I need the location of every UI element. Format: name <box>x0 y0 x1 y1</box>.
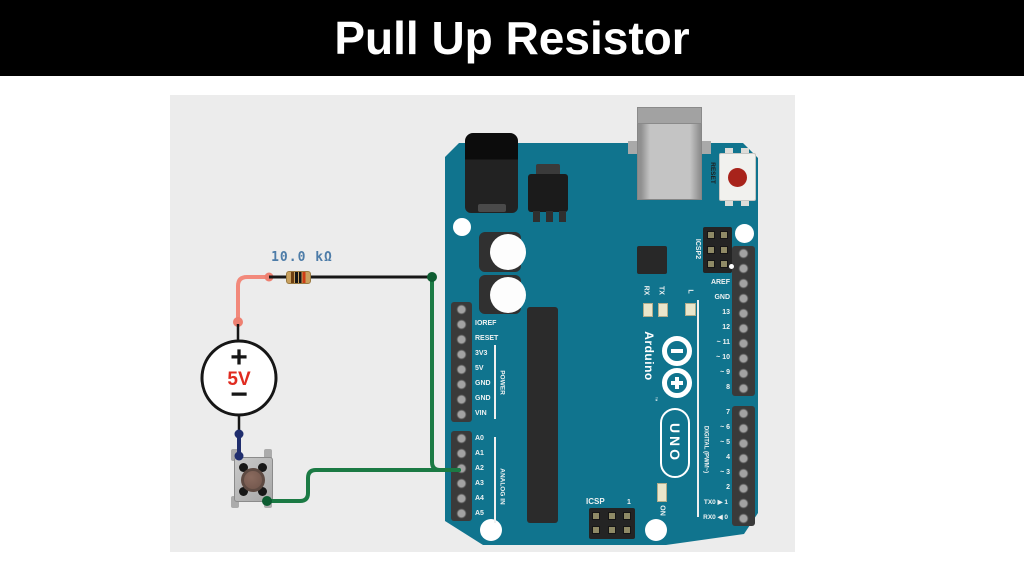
pin-label-reset: RESET <box>475 335 499 342</box>
pin-label-gnd2: GND <box>475 395 491 402</box>
pin-label-9: ~ 9 <box>720 369 730 376</box>
regulator-leg <box>533 211 540 222</box>
pin-label-rx0-0: RX0 ◀ 0 <box>703 514 728 521</box>
mounting-hole <box>453 218 471 236</box>
reset-button-tab <box>741 148 749 154</box>
icsp-label: ICSP <box>586 497 605 506</box>
reset-button-cap[interactable] <box>728 168 747 187</box>
icsp2-label: ICSP2 <box>694 238 701 260</box>
dc-barrel-jack-lip <box>478 204 506 212</box>
l-led <box>685 303 696 316</box>
source-plus-symbol: + <box>230 341 248 374</box>
pin-label-3: ~ 3 <box>720 469 730 476</box>
pin-label-7: 7 <box>726 409 730 416</box>
page-title: Pull Up Resistor <box>334 12 690 64</box>
pin-label-a4: A4 <box>475 495 484 502</box>
analog-group-label: ANALOG IN <box>499 468 506 505</box>
analog-bracket <box>494 437 496 523</box>
reset-button-tab <box>725 148 733 154</box>
uno-model-text: UNO <box>667 422 683 464</box>
pin-label-12: 12 <box>722 324 730 331</box>
rx-led <box>643 303 653 317</box>
icsp2-header <box>703 227 732 273</box>
pin-label-8: 8 <box>726 384 730 391</box>
usb-connector-band <box>637 107 702 124</box>
voltage-regulator <box>528 174 568 212</box>
usb-interface-chip <box>637 246 667 274</box>
pushbutton-pin <box>239 463 248 472</box>
trademark-symbol: ™ <box>652 396 658 402</box>
tx-led <box>658 303 668 317</box>
mounting-hole <box>735 224 754 243</box>
pin-label-11: ~ 11 <box>716 339 730 346</box>
atmega-chip <box>527 307 558 523</box>
reset-button-tab <box>725 200 733 206</box>
on-label: ON <box>659 505 666 516</box>
resistor-value-label: 10.0 kΩ <box>271 250 333 265</box>
power-group-label: POWER <box>499 370 506 395</box>
digital-group-label: DIGITAL (PWM~) <box>703 425 709 474</box>
pin-label-a0: A0 <box>475 435 484 442</box>
pin-label-gnd: GND <box>714 294 730 301</box>
usb-clip-right <box>702 141 711 154</box>
pushbutton-pin <box>258 487 267 496</box>
regulator-leg <box>546 211 553 222</box>
pin-label-vin: VIN <box>475 410 487 417</box>
pin-label-a1: A1 <box>475 450 484 457</box>
pin-label-gnd1: GND <box>475 380 491 387</box>
rx-label: RX <box>643 285 650 296</box>
pin-label-6: ~ 6 <box>720 424 730 431</box>
pin-label-4: 4 <box>726 454 730 461</box>
uno-model-badge: UNO <box>660 408 690 478</box>
arduino-brand-text: Arduino <box>642 331 656 381</box>
resistor[interactable] <box>286 271 311 284</box>
pin-label-a2: A2 <box>475 465 484 472</box>
analog-header[interactable] <box>451 431 472 521</box>
logo-minus-bar <box>671 349 683 353</box>
pin-label-3v3: 3V3 <box>475 350 488 357</box>
pushbutton-actuator[interactable] <box>244 471 262 489</box>
power-bracket <box>494 345 496 419</box>
source-voltage-label: 5V <box>227 369 251 390</box>
source-minus-symbol: − <box>230 378 248 411</box>
pin-label-a5: A5 <box>475 510 484 517</box>
logo-plus-vbar <box>675 377 679 389</box>
power-header[interactable] <box>451 302 472 422</box>
pushbutton-leg <box>264 449 272 461</box>
pushbutton-leg <box>231 496 239 508</box>
pushbutton-pin <box>258 463 267 472</box>
regulator-leg <box>559 211 566 222</box>
capacitor <box>490 277 526 313</box>
pin-label-a3: A3 <box>475 480 484 487</box>
pin-label-5: ~ 5 <box>720 439 730 446</box>
title-banner: Pull Up Resistor <box>0 0 1024 76</box>
pin-label-tx0-1: TX0 ▶ 1 <box>703 499 728 506</box>
digital-header-top[interactable] <box>732 246 755 396</box>
usb-clip-left <box>628 141 637 154</box>
icsp-header <box>589 508 635 539</box>
reset-button-tab <box>741 200 749 206</box>
pin-label-10: ~ 10 <box>716 354 730 361</box>
on-led <box>657 483 667 502</box>
digital-header-bottom[interactable] <box>732 406 755 526</box>
dc-barrel-jack <box>465 133 518 213</box>
voltage-regulator-tab <box>536 164 560 176</box>
pushbutton-pin <box>239 487 248 496</box>
pin-label-ioref: IOREF <box>475 320 497 327</box>
mounting-hole <box>645 519 667 541</box>
capacitor <box>490 234 526 270</box>
tx-label: TX <box>658 286 665 295</box>
arduino-logo-minus-circle <box>662 336 692 366</box>
arduino-logo-plus-circle <box>662 368 692 398</box>
pin-label-aref: AREF <box>710 279 730 286</box>
mounting-hole <box>480 519 502 541</box>
reset-label: RESET <box>709 162 716 184</box>
pin-label-5v: 5V <box>475 365 484 372</box>
icsp-pin1-label: 1 <box>627 499 631 506</box>
silkscreen-dot <box>729 264 734 269</box>
digital-separator <box>697 300 699 517</box>
pin-label-2: 2 <box>726 484 730 491</box>
pin-label-13: 13 <box>722 309 730 316</box>
